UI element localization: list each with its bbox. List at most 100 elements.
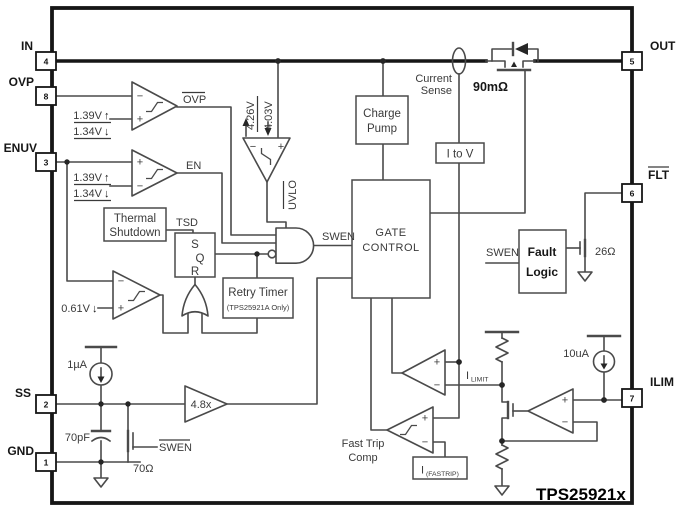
svg-text:1.34V: 1.34V — [73, 126, 102, 138]
retry-timer-block: Retry Timer (TPS25921A Only) — [222, 277, 294, 319]
pin-number: 1 — [44, 458, 49, 468]
charge-pump-block: Charge Pump — [355, 95, 409, 145]
signal-labels: OVP EN TSD UVLO SWEN SWEN SWEN Current S… — [159, 73, 519, 464]
ovp-comparator: − + — [131, 81, 178, 131]
ss-discharge-fet — [126, 429, 134, 453]
arrow-up-icon — [242, 118, 250, 126]
uvlo-threshold-arrows — [242, 96, 272, 137]
ilim-resistor-lower — [495, 443, 509, 471]
uvlo-comparator: − + — [242, 137, 291, 183]
arrow-up-icon: ↑ — [104, 110, 110, 122]
ilim-amp: + − — [527, 388, 574, 434]
charge-line2: Pump — [367, 123, 397, 135]
pin-gnd: 1 GND — [7, 444, 57, 472]
thermal-line2: Shutdown — [109, 227, 160, 239]
pin-label: ENUV — [4, 141, 37, 155]
gain-buffer: 4.8x — [184, 385, 228, 423]
i-limit-main: I — [466, 370, 469, 382]
swen-gate-label: SWEN — [322, 231, 355, 243]
fast-trip-comparator: + − — [386, 406, 434, 454]
retry-line2: (TPS25921A Only) — [227, 303, 290, 312]
and-gate — [267, 227, 315, 264]
gate-control-block: GATE CONTROL — [351, 179, 431, 299]
svg-text:4.03V: 4.03V — [263, 101, 275, 130]
ground-symbols — [93, 271, 593, 496]
uvlo-comp-plus: + — [278, 141, 284, 153]
ovp-comp-plus: + — [137, 114, 143, 126]
climit-amp-minus: − — [434, 380, 440, 392]
swen-bar-label: SWEN — [159, 439, 192, 454]
svg-text:1.34V: 1.34V — [73, 188, 102, 200]
fast-trip-minus: − — [422, 437, 428, 449]
pin-ilim: 7 ILIM — [621, 375, 674, 408]
pin-label: GND — [7, 444, 34, 458]
pin-number: 5 — [630, 57, 635, 67]
i-fastrip-main: I — [421, 465, 424, 477]
current-sense-line1: Current — [415, 73, 452, 85]
power-fet — [485, 41, 539, 72]
tsd-signal-label: TSD — [176, 217, 198, 229]
fault-line2: Logic — [526, 265, 558, 279]
fault-line1: Fault — [528, 245, 557, 259]
fault-logic-block: Fault Logic — [518, 229, 567, 294]
sr-latch: S Q R — [174, 232, 216, 278]
c-ss-label: 70pF — [65, 432, 90, 444]
pin-ovp: 8 OVP — [9, 75, 57, 106]
ovp-thresholds: 1.39V ↑ 1.34V ↓ — [73, 110, 111, 140]
swen-fault-label: SWEN — [486, 247, 519, 259]
i-fastrip-block: I (FASTRIP) — [412, 456, 468, 480]
ss-current-source — [84, 345, 118, 386]
current-limit-amp: + − — [401, 349, 446, 396]
climit-amp-plus: + — [434, 357, 440, 369]
current-sense-ellipse — [451, 47, 467, 75]
ground-icon — [93, 477, 109, 488]
thermal-line1: Thermal — [114, 213, 156, 225]
thermal-shutdown-block: Thermal Shutdown — [103, 207, 167, 242]
en-thresholds: 1.39V ↑ 1.34V ↓ — [73, 172, 111, 202]
svg-text:UVLO: UVLO — [287, 180, 299, 210]
ss-comp-plus: + — [118, 303, 124, 315]
gate-control-line2: CONTROL — [362, 242, 419, 254]
i-fastrip-sub: (FASTRIP) — [426, 471, 459, 478]
latch-r-label: R — [191, 266, 199, 278]
retry-line1: Retry Timer — [228, 287, 288, 299]
ilim-amp-plus: + — [562, 395, 568, 407]
pin-label: IN — [21, 39, 33, 53]
chip-title: TPS25921x — [536, 485, 626, 504]
current-sense-line2: Sense — [421, 85, 452, 97]
body-arrow-icon — [511, 61, 517, 67]
latch-s-label: S — [191, 239, 199, 251]
circuit-wires — [55, 60, 623, 487]
pin-number: 6 — [630, 189, 635, 199]
svg-text:0.61V: 0.61V — [61, 303, 90, 315]
gain-label: 4.8x — [191, 399, 212, 411]
ss-comp-minus: − — [118, 276, 124, 288]
arrow-down-icon — [264, 128, 272, 136]
i-ilim-label: 10uA — [563, 348, 589, 360]
ovp-comp-minus: − — [137, 91, 143, 103]
r-ss-label: 70Ω — [133, 463, 153, 475]
pin-label: SS — [15, 386, 31, 400]
pin-flt: 6 FLT — [621, 166, 670, 203]
chip-border — [50, 6, 634, 505]
pin-label: OUT — [650, 39, 676, 53]
i-to-v-block: I to V — [435, 142, 485, 164]
pin-label: ILIM — [650, 375, 674, 389]
arrow-down-icon: ↓ — [104, 126, 110, 138]
ss-capacitor — [90, 429, 112, 443]
pin-out: 5 OUT — [621, 39, 676, 71]
uvlo-thresholds: 4.26V 4.03V — [245, 101, 275, 130]
fast-trip-plus: + — [422, 413, 428, 425]
svg-text:1.39V: 1.39V — [73, 110, 102, 122]
svg-text:1.39V: 1.39V — [73, 172, 102, 184]
svg-text:SWEN: SWEN — [159, 442, 192, 454]
uvlo-comp-minus: − — [250, 141, 256, 153]
ilim-current-source — [586, 334, 622, 373]
r-flt-label: 26Ω — [595, 246, 615, 258]
uvlo-signal-label: UVLO — [282, 180, 299, 210]
fast-trip-line2: Comp — [348, 452, 377, 464]
i-limit-sub: LIMIT — [471, 377, 488, 384]
arrow-down-icon: ↓ — [104, 188, 110, 200]
pin-ss: 2 SS — [15, 386, 57, 414]
